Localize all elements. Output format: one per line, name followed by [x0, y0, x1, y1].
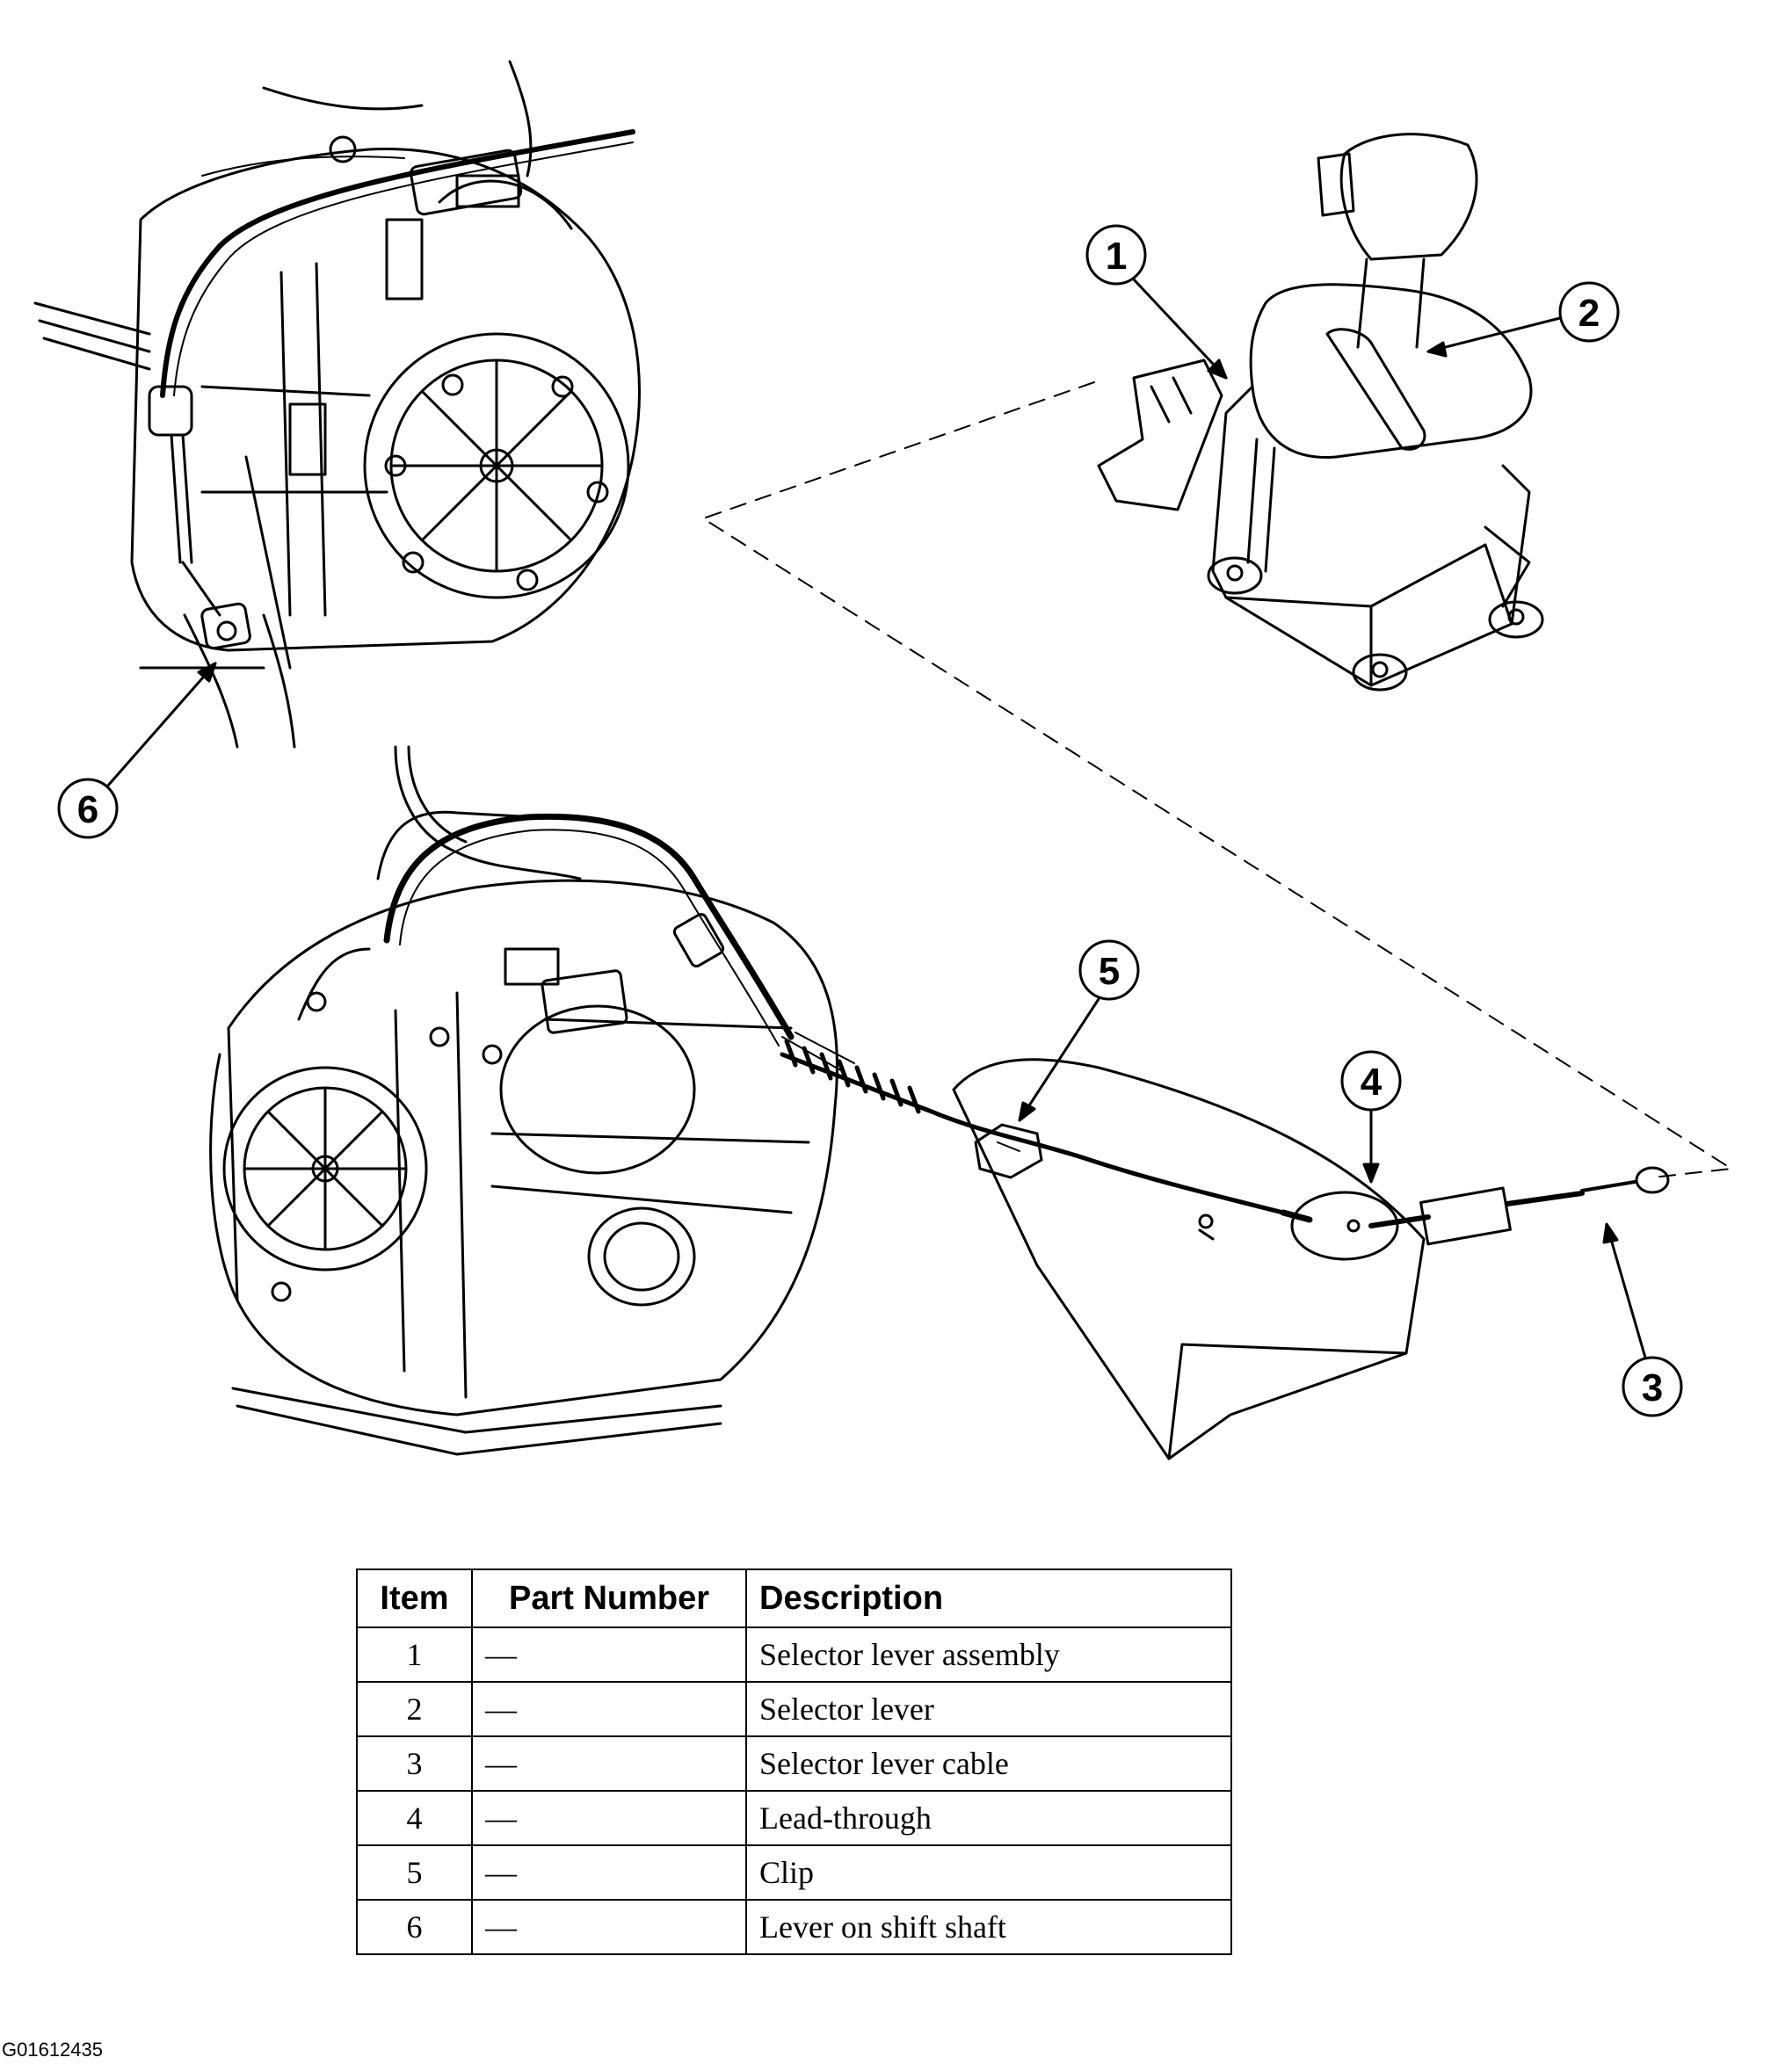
cell-description: Lever on shift shaft [745, 1899, 1232, 1955]
cell-description: Selector lever assembly [745, 1626, 1232, 1683]
cell-part-number: — [471, 1790, 747, 1846]
cell-description: Lead-through [745, 1790, 1232, 1846]
callout-3: 3 [1642, 1366, 1663, 1409]
transaxle-top-view [33, 60, 641, 749]
transaxle-bottom-view [209, 745, 1670, 1460]
callout-4: 4 [1361, 1061, 1382, 1104]
cell-part-number: — [471, 1844, 747, 1901]
cell-description: Selector lever cable [745, 1735, 1232, 1792]
selector-lever-assembly [1097, 133, 1544, 692]
floor-tunnel [952, 1058, 1426, 1460]
lead-through [1290, 1191, 1399, 1261]
shift-cable-illustration: 1 2 3 4 5 6 [33, 60, 1732, 1460]
cell-item: 5 [356, 1844, 473, 1901]
cell-description: Selector lever [745, 1681, 1232, 1737]
figure-id: G01612435 [2, 2039, 103, 2061]
callouts [57, 224, 1683, 1417]
table-row: 2 — Selector lever [356, 1681, 1232, 1737]
table-row: 3 — Selector lever cable [356, 1735, 1232, 1792]
callout-5: 5 [1099, 950, 1120, 993]
cell-item: 4 [356, 1790, 473, 1846]
cell-item: 1 [356, 1626, 473, 1683]
callout-2: 2 [1578, 292, 1600, 335]
table-row: 5 — Clip [356, 1844, 1232, 1901]
header-part-number: Part Number [471, 1568, 747, 1628]
cell-item: 2 [356, 1681, 473, 1737]
callout-1: 1 [1106, 235, 1127, 278]
cell-part-number: — [471, 1681, 747, 1737]
cell-part-number: — [471, 1626, 747, 1683]
callout-numbers: 1 2 3 4 5 6 [77, 235, 1663, 1409]
table-row: 4 — Lead-through [356, 1790, 1232, 1846]
dashed-extension-line [702, 381, 1732, 1178]
cell-item: 3 [356, 1735, 473, 1792]
cable-boot-bellows [780, 1039, 934, 1114]
header-description: Description [745, 1568, 1232, 1628]
table-header-row: Item Part Number Description [356, 1568, 1232, 1628]
cell-part-number: — [471, 1735, 747, 1792]
table-row: 6 — Lever on shift shaft [356, 1899, 1232, 1955]
parts-table: Item Part Number Description 1 — Selecto… [356, 1568, 1232, 1955]
callout-6: 6 [77, 788, 98, 831]
clip [974, 1123, 1043, 1179]
cell-part-number: — [471, 1899, 747, 1955]
header-item: Item [356, 1568, 473, 1628]
cell-item: 6 [356, 1899, 473, 1955]
table-row: 1 — Selector lever assembly [356, 1626, 1232, 1683]
cell-description: Clip [745, 1844, 1232, 1901]
